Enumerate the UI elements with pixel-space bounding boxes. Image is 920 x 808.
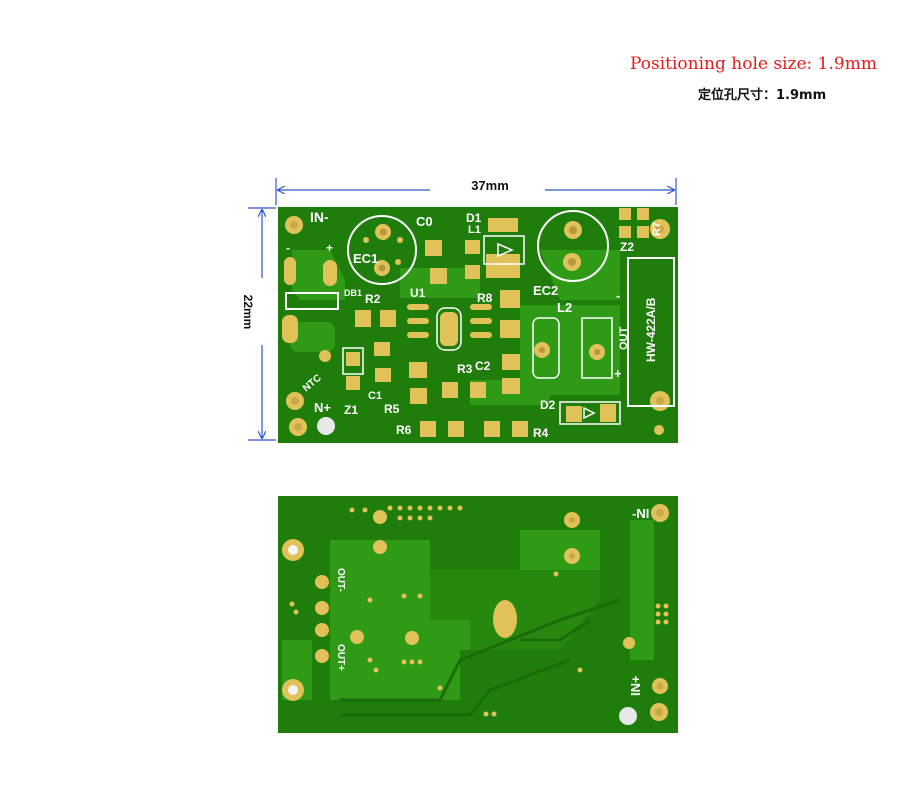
label-out-minus: - xyxy=(616,288,620,303)
hole-size-title-en: Positioning hole size: 1.9mm xyxy=(630,54,877,74)
label-r4: R4 xyxy=(533,426,549,440)
label-z1: Z1 xyxy=(344,403,358,417)
label-d1: D1 xyxy=(466,211,482,225)
label-r3: R3 xyxy=(457,362,473,376)
label-r2: R2 xyxy=(365,292,381,306)
label-r8: R8 xyxy=(477,291,493,305)
label-in-minus: IN- xyxy=(310,209,329,225)
label-u1: U1 xyxy=(410,286,426,300)
label-r6: R6 xyxy=(396,423,412,437)
label-out-plus: + xyxy=(614,366,622,381)
label-d2: D2 xyxy=(540,398,556,412)
label-z2: Z2 xyxy=(620,240,634,254)
label-l1: L1 xyxy=(468,224,481,236)
label-out: OUT xyxy=(618,327,630,351)
label-c1: C1 xyxy=(368,390,382,402)
label-in-plus-bottom: IN+ xyxy=(628,675,643,696)
width-label: 37mm xyxy=(471,178,509,193)
label-minus: - xyxy=(286,241,290,255)
label-out-minus-bottom: OUT- xyxy=(335,568,346,592)
label-plus: + xyxy=(326,241,333,255)
label-r5: R5 xyxy=(384,402,400,416)
pcb-top-view: IN- - + C0 D1 L1 EC1 EC2 Z2 R7 DB1 R2 U1… xyxy=(278,207,678,443)
hole-size-title-cn: 定位孔尺寸：1.9mm xyxy=(698,88,827,103)
label-db1: DB1 xyxy=(344,288,362,298)
label-c2: C2 xyxy=(475,359,491,373)
pcb-bottom-view: -NI OUT- OUT+ IN+ xyxy=(278,496,678,733)
label-ec1: EC1 xyxy=(353,251,378,266)
label-r7: R7 xyxy=(651,222,663,236)
height-label: 22mm xyxy=(241,295,255,330)
label-in-minus-mirrored: -NI xyxy=(632,506,649,521)
label-c0: C0 xyxy=(416,214,433,229)
width-dimension: 37mm xyxy=(275,178,677,205)
label-l2: L2 xyxy=(557,300,572,315)
label-model: HW-422A/B xyxy=(644,297,658,362)
label-n-plus: N+ xyxy=(314,400,331,415)
label-out-plus-bottom: OUT+ xyxy=(335,644,346,671)
height-dimension: 22mm xyxy=(241,207,276,441)
label-ec2: EC2 xyxy=(533,283,558,298)
